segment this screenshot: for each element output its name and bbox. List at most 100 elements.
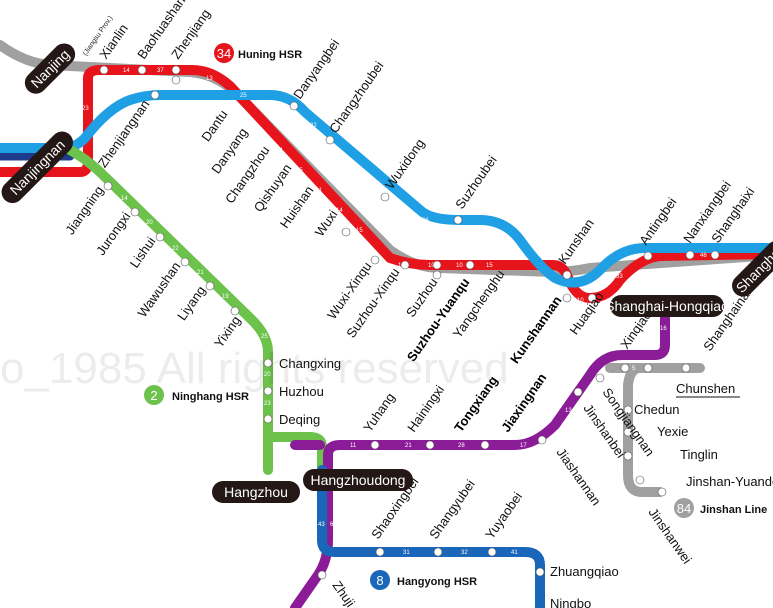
station-label[interactable]: Yexie <box>657 424 688 439</box>
station-dot[interactable] <box>317 570 327 580</box>
badge-hangyong[interactable]: 8 Hangyong HSR <box>370 570 477 590</box>
minute-label: 41 <box>511 550 518 556</box>
hub-hangzhou[interactable]: Hangzhou <box>212 481 300 503</box>
station-label[interactable]: Huishan <box>277 183 317 231</box>
station-label[interactable]: Antingbei <box>636 195 679 248</box>
station-label[interactable]: Lishui <box>127 234 159 271</box>
minute-label: 17 <box>520 443 527 449</box>
badge-huning[interactable]: 34 Huning HSR <box>214 43 302 63</box>
station-dot[interactable] <box>453 215 463 225</box>
minute-label: 66 <box>330 522 337 528</box>
station-dot[interactable] <box>537 435 547 445</box>
station-dot[interactable] <box>103 181 113 191</box>
station-dot[interactable] <box>432 260 442 270</box>
station-label[interactable]: Zhuangqiao <box>550 564 619 579</box>
station-dot[interactable] <box>99 65 109 75</box>
station-dot[interactable] <box>562 270 572 280</box>
station-dot[interactable] <box>432 270 442 280</box>
station-label[interactable]: Suzhoubei <box>452 153 500 212</box>
minute-label: 21 <box>104 123 111 129</box>
station-dot[interactable] <box>685 250 695 260</box>
station-dot[interactable] <box>137 65 147 75</box>
station-dot[interactable] <box>623 405 633 415</box>
hub-hangzhoudong[interactable]: Hangzhoudong <box>303 469 413 491</box>
badge-number: 8 <box>376 573 383 588</box>
station-dot[interactable] <box>230 306 240 316</box>
station-label[interactable]: Chedun <box>634 402 680 417</box>
station-dot[interactable] <box>263 358 273 368</box>
station-dot[interactable] <box>433 547 443 557</box>
station-dot[interactable] <box>643 251 653 261</box>
station-dot[interactable] <box>587 293 597 303</box>
station-dot[interactable] <box>370 440 380 450</box>
hub-shanghai-hongqiao[interactable]: Shanghai-Hongqiao <box>605 295 729 317</box>
station-dot[interactable] <box>263 386 273 396</box>
badge-ninghang[interactable]: 2 Ninghang HSR <box>144 385 249 405</box>
station-dot[interactable] <box>681 363 691 373</box>
station-dot[interactable] <box>465 260 475 270</box>
station-label[interactable]: Shangyubei <box>426 477 478 542</box>
station-dot[interactable] <box>487 547 497 557</box>
station-label[interactable]: Liyang <box>174 283 208 323</box>
station-label[interactable]: Yuhang <box>360 390 398 435</box>
station-label[interactable]: Dantu <box>198 107 230 144</box>
minute-label: 20 <box>264 372 271 378</box>
station-dot[interactable] <box>425 440 435 450</box>
station-dot[interactable] <box>657 487 667 497</box>
station-label[interactable]: Jiangning <box>62 183 106 237</box>
station-dot[interactable] <box>380 192 390 202</box>
minute-label: 13 <box>236 114 243 120</box>
station-dot[interactable] <box>535 567 545 577</box>
station-label[interactable]: Ningbo <box>550 596 591 608</box>
station-label[interactable]: Jurongxi <box>93 209 134 258</box>
station-label[interactable]: Danyangbei <box>290 36 342 102</box>
station-dot[interactable] <box>620 363 630 373</box>
station-dot[interactable] <box>573 387 583 397</box>
station-label[interactable]: Zhuji <box>330 578 359 608</box>
station-dot[interactable] <box>130 207 140 217</box>
station-dot[interactable] <box>263 414 273 424</box>
station-dot[interactable] <box>341 227 351 237</box>
station-dot[interactable] <box>562 293 572 303</box>
station-dot[interactable] <box>623 427 633 437</box>
station-dot[interactable] <box>155 232 165 242</box>
station-label[interactable]: Changzhoubei <box>326 58 386 135</box>
station-label[interactable]: Jinshan-Yuandong <box>686 474 773 489</box>
station-dot[interactable] <box>150 90 160 100</box>
station-dot[interactable] <box>289 101 299 111</box>
station-dot[interactable] <box>171 75 181 85</box>
station-label[interactable]: Tinglin <box>680 447 718 462</box>
station-dot[interactable] <box>171 65 181 75</box>
station-dot[interactable] <box>205 281 215 291</box>
minute-label: 14 <box>276 148 283 154</box>
station-label[interactable]: Jiashannan <box>554 445 604 508</box>
minute-label: 24 <box>123 77 130 83</box>
station-label[interactable]: Wuxidong <box>382 136 427 192</box>
minute-label: 16 <box>660 326 667 332</box>
station-label[interactable]: Huzhou <box>279 384 324 399</box>
station-dot[interactable] <box>710 250 720 260</box>
badge-number: 84 <box>677 501 691 516</box>
station-dot[interactable] <box>370 255 380 265</box>
station-dot[interactable] <box>480 440 490 450</box>
station-label[interactable]: Kunshannan <box>507 293 564 366</box>
station-label[interactable]: Changxing <box>279 356 341 371</box>
station-dot[interactable] <box>375 547 385 557</box>
station-dot[interactable] <box>400 260 410 270</box>
minute-label: 10 <box>428 263 435 269</box>
station-label[interactable]: Chunshen <box>676 381 735 396</box>
station-dot[interactable] <box>635 475 645 485</box>
station-label[interactable]: Deqing <box>279 412 320 427</box>
station-dot[interactable] <box>325 135 335 145</box>
badge-jinshan[interactable]: 84 Jinshan Line <box>674 498 767 518</box>
station-dots <box>99 65 720 580</box>
minute-label: 25 <box>275 466 282 472</box>
watermark: o_1985 All rights reserved <box>0 344 509 393</box>
minute-label: 33 <box>616 274 623 280</box>
station-dot[interactable] <box>623 451 633 461</box>
station-label[interactable]: Kunshan <box>555 216 597 267</box>
station-dot[interactable] <box>643 363 653 373</box>
station-label[interactable]: Yuyaobei <box>482 489 525 542</box>
station-dot[interactable] <box>180 257 190 267</box>
station-dot[interactable] <box>595 373 605 383</box>
